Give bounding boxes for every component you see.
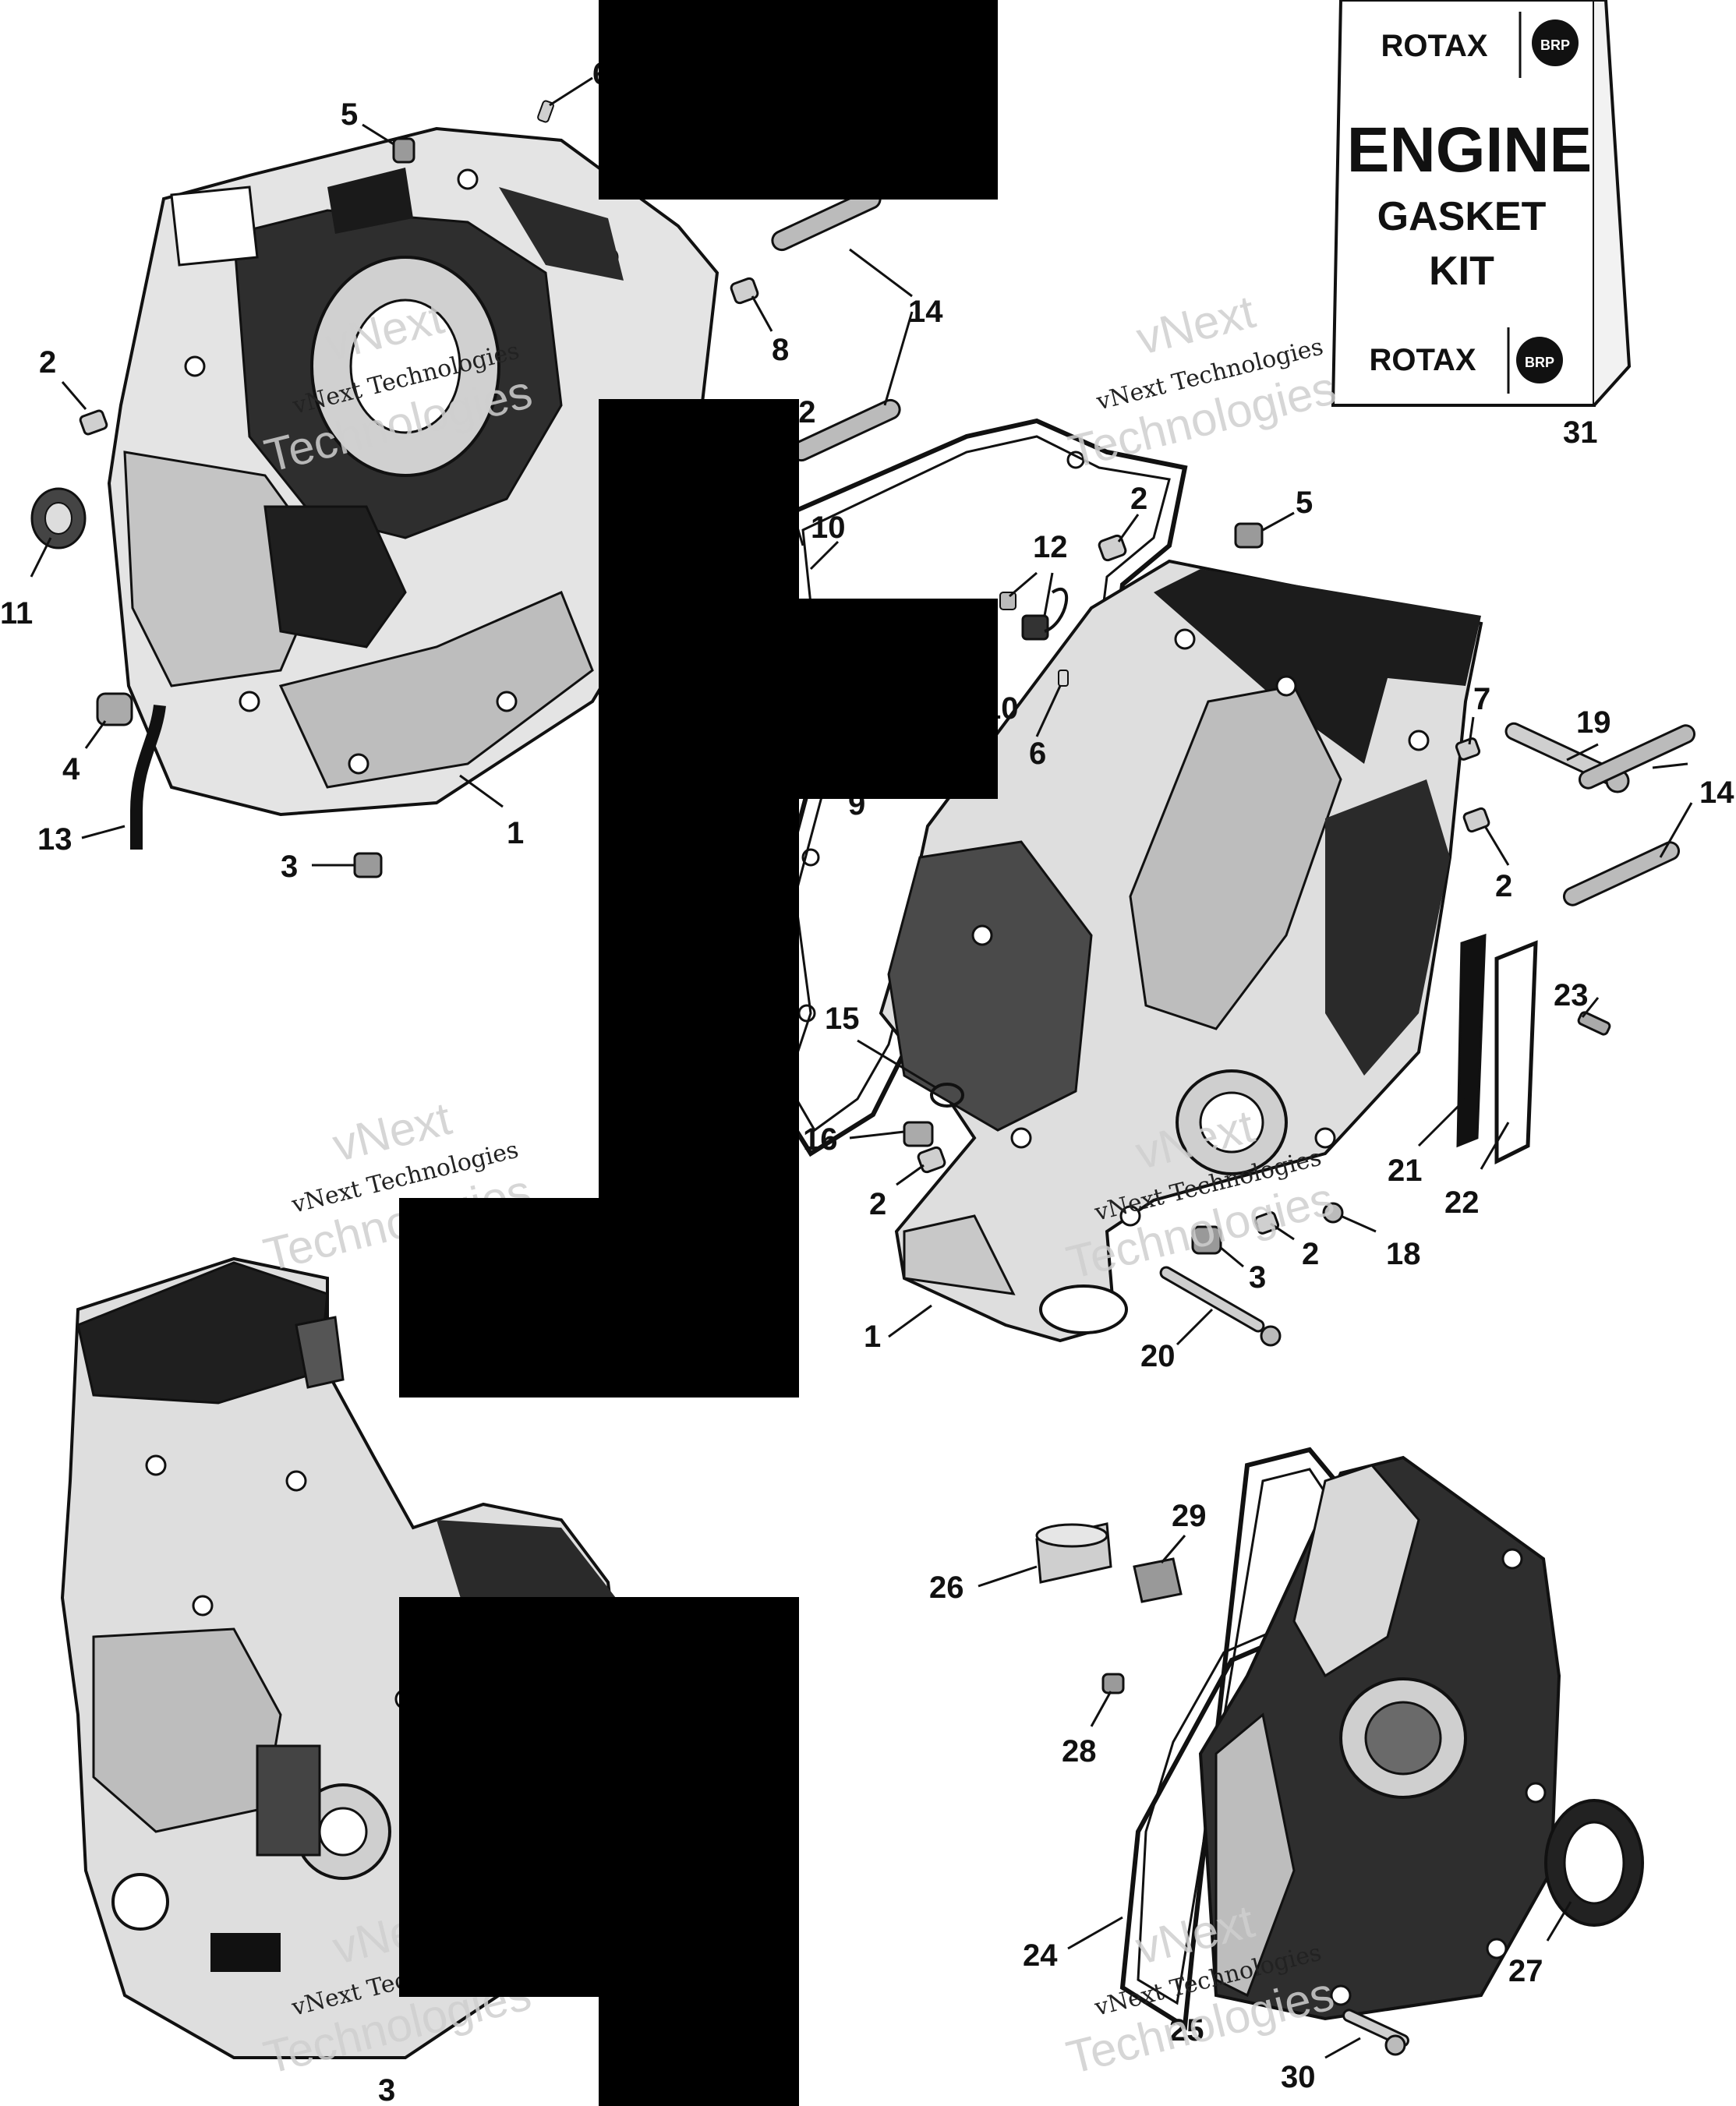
callout-label: 13 bbox=[37, 822, 72, 857]
callout-label: 16 bbox=[803, 1122, 838, 1157]
redaction-block bbox=[599, 399, 799, 1198]
callout-label: 3 bbox=[378, 2073, 395, 2106]
callout-label: 14 bbox=[908, 295, 943, 329]
callout-label: 4 bbox=[62, 752, 80, 786]
callout-label: 26 bbox=[929, 1571, 964, 1605]
brp-badge-top: BRP bbox=[1540, 37, 1570, 53]
redaction-block bbox=[599, 0, 998, 200]
crankcase-left-half bbox=[107, 126, 720, 817]
callout-label: 21 bbox=[1388, 1154, 1423, 1188]
callout-label: 8 bbox=[772, 333, 789, 367]
callout-label: 30 bbox=[1281, 2060, 1316, 2094]
kit-line2: GASKET bbox=[1377, 194, 1547, 239]
callout-label: 11 bbox=[0, 596, 33, 631]
callout-label: 2 bbox=[1130, 482, 1147, 516]
callout-label: 7 bbox=[1473, 682, 1490, 716]
redaction-block bbox=[599, 1997, 799, 2106]
callout-label: 2 bbox=[39, 345, 56, 380]
crankcase-right-half bbox=[879, 559, 1483, 1343]
callout-label: 22 bbox=[1444, 1186, 1480, 1220]
redaction-block bbox=[399, 1198, 799, 1398]
callout-label: 5 bbox=[341, 97, 358, 132]
callout-label: 3 bbox=[281, 850, 298, 884]
callout-label: 18 bbox=[1386, 1237, 1421, 1271]
watermark-upper-right: vNext vNext Technologies Technologies bbox=[1063, 285, 1341, 479]
callout-label: 2 bbox=[869, 1187, 886, 1221]
brp-badge-bottom: BRP bbox=[1525, 355, 1554, 370]
kit-title: ENGINE bbox=[1347, 115, 1592, 186]
brp-logo-icon bbox=[1532, 19, 1579, 66]
kit-brand-bottom: ROTAX bbox=[1369, 343, 1476, 377]
crankcase-cover-assembly bbox=[1035, 1447, 1644, 2056]
callout-label: 3 bbox=[1249, 1260, 1266, 1295]
small-parts-upper-left bbox=[30, 100, 901, 878]
callout-label: 20 bbox=[1140, 1339, 1176, 1373]
small-parts-right bbox=[903, 522, 1696, 1347]
callout-label: 31 bbox=[1563, 415, 1598, 450]
callout-label: 27 bbox=[1508, 1954, 1543, 1988]
redaction-block bbox=[399, 1597, 799, 1997]
callout-label: 5 bbox=[1296, 486, 1313, 520]
callout-label: 6 bbox=[1029, 737, 1046, 771]
callout-label: 23 bbox=[1554, 978, 1589, 1012]
callout-label: 24 bbox=[1023, 1938, 1058, 1973]
callout-label: 12 bbox=[1033, 530, 1068, 564]
kit-line3: KIT bbox=[1429, 249, 1494, 294]
callout-label: 25 bbox=[1169, 2013, 1204, 2048]
callout-label: 1 bbox=[507, 816, 524, 850]
callout-label: 19 bbox=[1576, 705, 1611, 740]
callout-label: 28 bbox=[1062, 1734, 1097, 1769]
gasket-kit-box: ROTAX BRP ENGINE GASKET KIT ROTAX BRP bbox=[1331, 0, 1632, 407]
callout-label: 15 bbox=[825, 1002, 860, 1036]
redaction-blocks bbox=[399, 0, 998, 2106]
callout-label: 10 bbox=[811, 511, 846, 545]
callout-label: 14 bbox=[1699, 776, 1734, 810]
redaction-block bbox=[799, 599, 998, 799]
kit-brand-top: ROTAX bbox=[1381, 29, 1487, 63]
callout-label: 1 bbox=[864, 1320, 881, 1354]
callout-label: 2 bbox=[1495, 869, 1512, 903]
callout-label: 2 bbox=[1302, 1237, 1319, 1271]
brp-logo-icon-bottom bbox=[1516, 337, 1563, 383]
leader-lines bbox=[30, 76, 1693, 2059]
callout-label: 29 bbox=[1172, 1499, 1207, 1533]
